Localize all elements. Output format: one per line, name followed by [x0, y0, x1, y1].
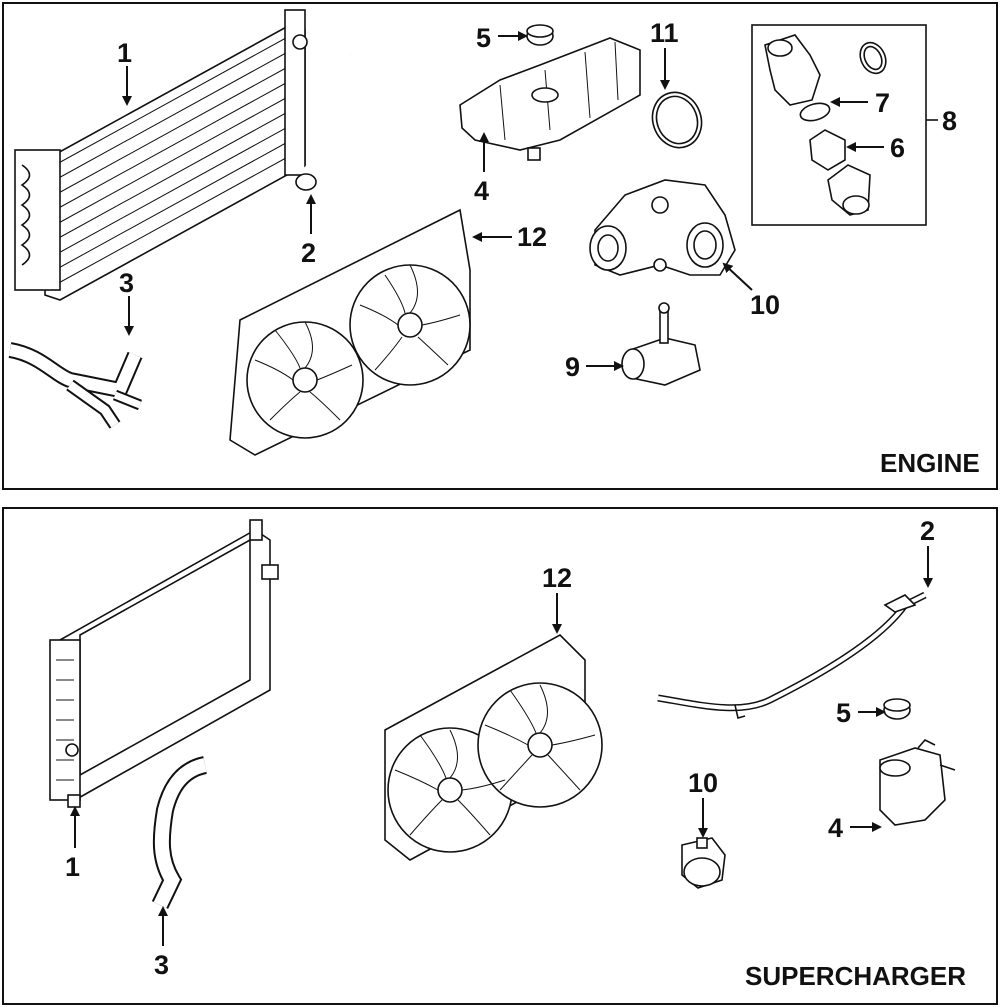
supercharger-callout-5: 5	[836, 698, 851, 728]
engine-lower-hose	[8, 342, 143, 429]
engine-callout-6: 6	[890, 133, 905, 163]
engine-callout-2: 2	[301, 238, 316, 268]
supercharger-callout-2: 2	[920, 516, 935, 546]
engine-callout-10: 10	[750, 290, 780, 320]
engine-callout-7: 7	[875, 88, 890, 118]
supercharger-callout-4: 4	[828, 813, 843, 843]
supercharger-reservoir-cap	[883, 698, 911, 720]
supercharger-callout-1: 1	[65, 852, 80, 882]
supercharger-callouts: 1 2 3 4 5 10 12 SUPERCHARGER	[65, 516, 966, 991]
engine-section-label: ENGINE	[880, 448, 980, 478]
engine-coolant-outlet	[621, 302, 701, 386]
supercharger-callout-12: 12	[542, 563, 572, 593]
supercharger-radiator	[49, 519, 279, 808]
supercharger-fan-shroud	[384, 634, 603, 861]
engine-callout-12: 12	[517, 222, 547, 252]
engine-reservoir-cap	[526, 24, 554, 46]
engine-callout-1: 1	[117, 38, 132, 68]
engine-fan-shroud	[229, 208, 471, 456]
engine-water-pump	[589, 179, 736, 276]
supercharger-callout-3: 3	[154, 950, 169, 980]
engine-coolant-reservoir	[459, 37, 641, 161]
supercharger-callout-10: 10	[688, 768, 718, 798]
engine-radiator	[14, 9, 308, 301]
engine-upper-hose	[295, 49, 390, 191]
supercharger-upper-hose	[657, 591, 927, 720]
engine-callout-3: 3	[119, 268, 134, 298]
engine-callout-4: 4	[474, 176, 489, 206]
engine-callouts: 1 2 3 4 5 6 7 8 9 10 11 12 ENGINE	[117, 18, 980, 478]
supercharger-coolant-reservoir	[879, 739, 956, 826]
supercharger-section-label: SUPERCHARGER	[745, 961, 966, 991]
engine-callout-8: 8	[942, 106, 957, 136]
engine-callout-5: 5	[476, 23, 491, 53]
engine-thermostat-assembly-box	[751, 24, 927, 226]
engine-callout-11: 11	[650, 18, 679, 48]
supercharger-lower-hose	[151, 756, 208, 909]
engine-callout-9: 9	[565, 352, 580, 382]
supercharger-coolant-pump	[681, 837, 726, 889]
engine-o-ring	[651, 91, 703, 149]
